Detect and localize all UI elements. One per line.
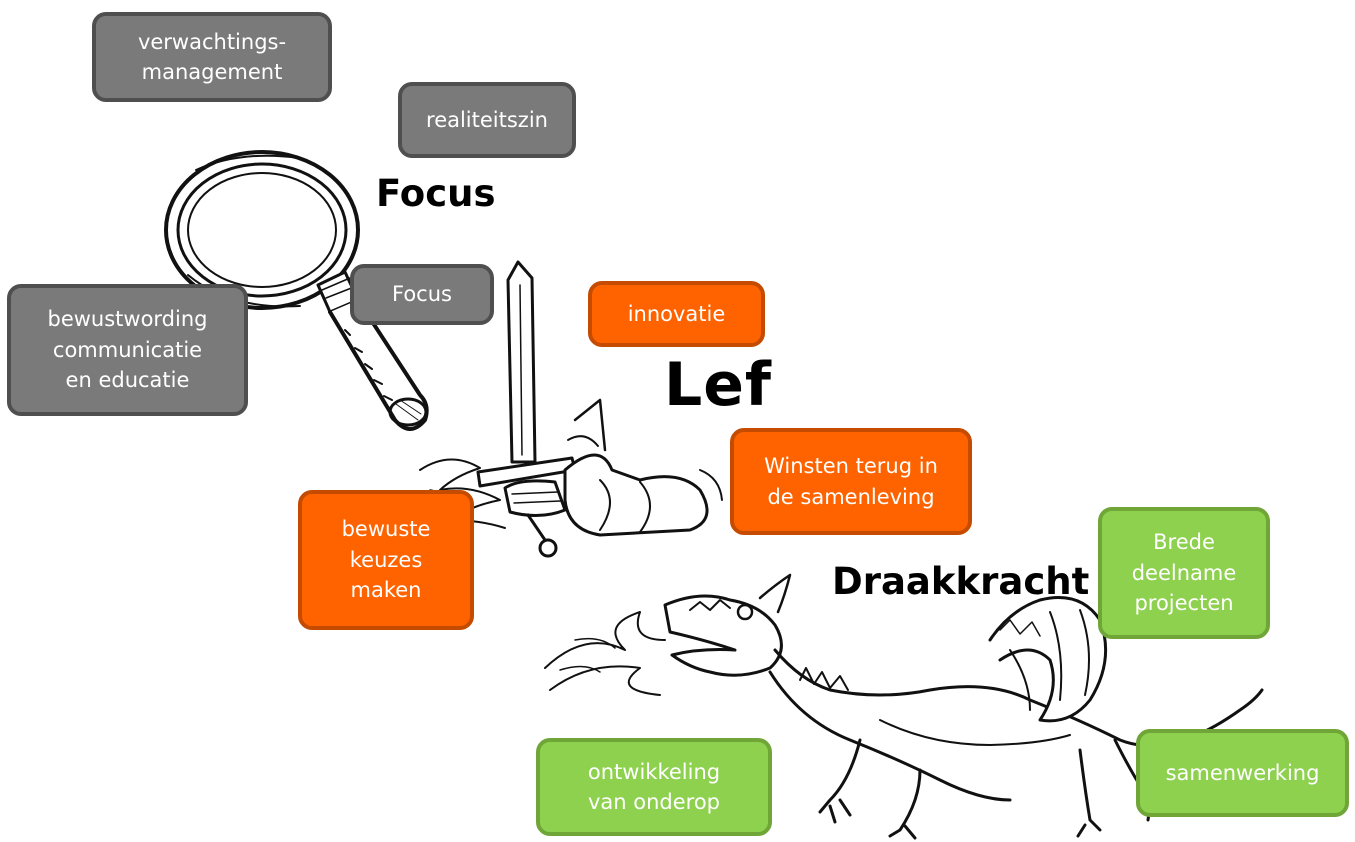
heading-draakkracht: Draakkracht xyxy=(832,560,1090,603)
box-ontwikkeling: ontwikkeling van onderop xyxy=(536,738,772,836)
box-bewustwording: bewustwording communicatie en educatie xyxy=(7,284,248,416)
magnifier-icon xyxy=(164,150,429,431)
box-brede-deelname: Brede deelname projecten xyxy=(1098,507,1270,639)
knight-sword-icon xyxy=(419,260,723,558)
box-samenwerking: samenwerking xyxy=(1136,729,1349,817)
heading-focus: Focus xyxy=(376,172,496,215)
box-verwachtingsmanagement: verwachtings- management xyxy=(92,12,332,102)
box-innovatie: innovatie xyxy=(588,281,765,347)
heading-lef: Lef xyxy=(664,350,773,420)
dragon-icon xyxy=(544,573,1264,840)
box-focus: Focus xyxy=(350,264,494,325)
box-bewuste-keuzes: bewuste keuzes maken xyxy=(298,490,474,630)
box-winsten-terug: Winsten terug in de samenleving xyxy=(730,428,972,535)
box-realiteitszin: realiteitszin xyxy=(398,82,576,158)
